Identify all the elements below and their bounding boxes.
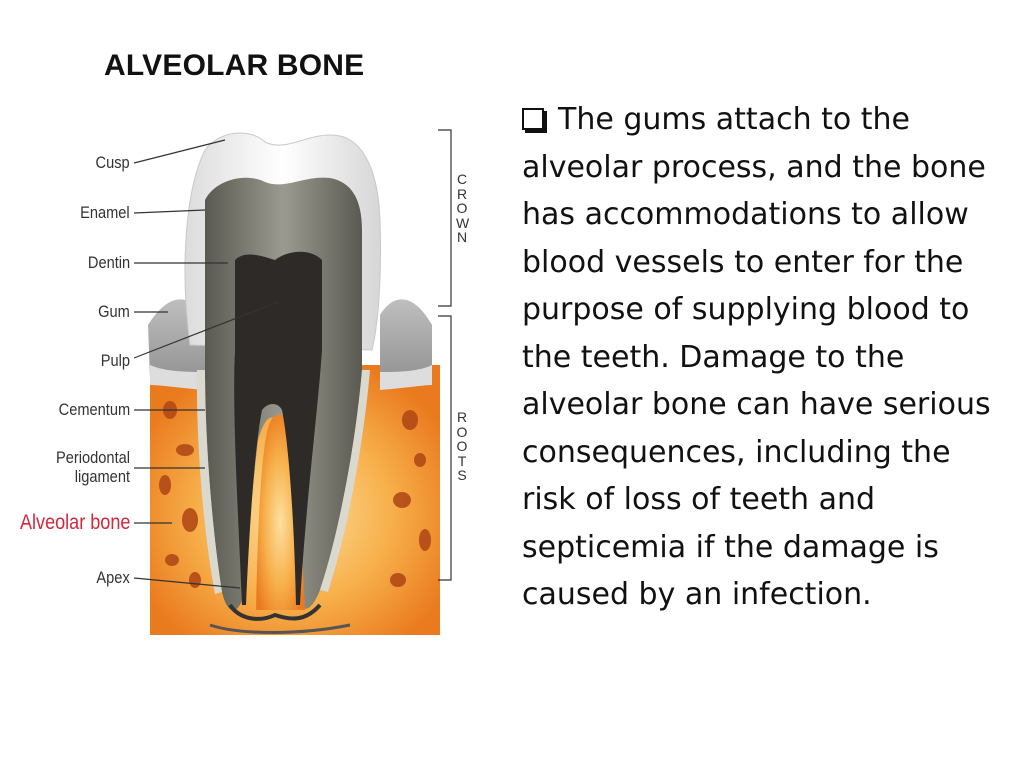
label-apex: Apex bbox=[96, 568, 130, 587]
section-roots: ROOTS bbox=[456, 409, 468, 483]
label-gum: Gum bbox=[98, 302, 130, 321]
label-enamel: Enamel bbox=[80, 203, 130, 222]
tooth-illustration bbox=[133, 129, 452, 635]
section-crown: CROWN bbox=[456, 171, 470, 245]
label-cementum: Cementum bbox=[58, 400, 130, 419]
label-periodontal: Periodontal ligament bbox=[56, 448, 130, 486]
tooth-diagram: Cusp Enamel Dentin Gum Pulp Cementum Per… bbox=[0, 110, 500, 650]
label-alveolar-bone: Alveolar bone bbox=[19, 511, 130, 534]
label-pulp: Pulp bbox=[100, 351, 130, 370]
bullet-paragraph: The gums attach to the alveolar process,… bbox=[522, 96, 1012, 619]
label-dentin: Dentin bbox=[87, 253, 130, 272]
bullet-text: The gums attach to the alveolar process,… bbox=[522, 102, 991, 612]
checkbox-square-icon bbox=[522, 108, 544, 130]
slide-title: ALVEOLAR BONE bbox=[104, 49, 365, 82]
pulp bbox=[234, 251, 322, 605]
label-cusp: Cusp bbox=[95, 153, 130, 172]
